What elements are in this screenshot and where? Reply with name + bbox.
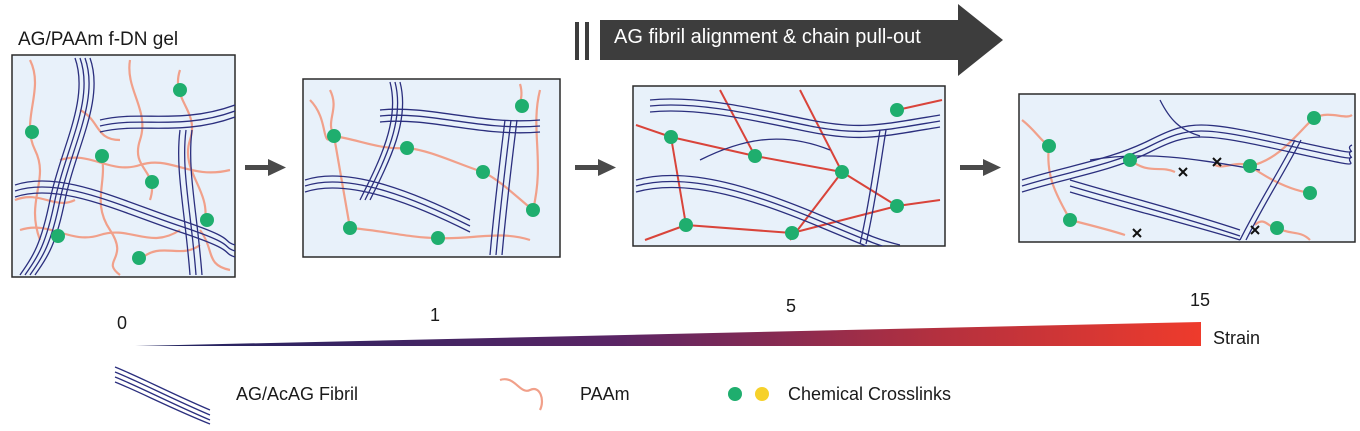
arrow-3-to-4 bbox=[960, 159, 1001, 176]
stretched-chains bbox=[635, 89, 943, 241]
strain-axis-label: Strain bbox=[1213, 328, 1261, 348]
legend-fibril-label: AG/AcAG Fibril bbox=[236, 384, 359, 404]
arrow-1-to-2 bbox=[245, 159, 286, 176]
crosslinks bbox=[25, 83, 214, 265]
arrow-2-to-3 bbox=[575, 159, 616, 176]
panel-1-relaxed bbox=[11, 54, 236, 278]
broken-chain-marks bbox=[1132, 157, 1260, 238]
strain-tick-1: 1 bbox=[430, 305, 441, 325]
crosslinks bbox=[1042, 111, 1321, 235]
legend-crosslinks-label: Chemical Crosslinks bbox=[788, 384, 952, 404]
banner-label: AG fibril alignment & chain pull-out bbox=[614, 26, 921, 48]
legend-crosslink-green-icon bbox=[728, 387, 742, 401]
legend-crosslink-yellow-icon bbox=[755, 387, 769, 401]
strain-tick-5: 5 bbox=[786, 296, 797, 316]
fibrils bbox=[635, 98, 941, 246]
fibrils bbox=[1021, 99, 1353, 241]
legend-paam-label: PAAm bbox=[580, 384, 630, 404]
crosslinks bbox=[327, 99, 540, 245]
banner-arrow bbox=[575, 4, 1003, 76]
strain-gradient-wedge bbox=[135, 322, 1201, 346]
panel-2-strain-1 bbox=[302, 78, 561, 258]
strain-tick-0: 0 bbox=[117, 313, 128, 333]
crosslinks bbox=[664, 103, 904, 240]
panel-4-strain-15 bbox=[1018, 93, 1356, 243]
legend-fibril-icon bbox=[114, 366, 211, 425]
gel-title: AG/PAAm f-DN gel bbox=[18, 29, 179, 50]
fibrils bbox=[304, 81, 541, 256]
strain-tick-15: 15 bbox=[1190, 290, 1211, 310]
legend-paam-icon bbox=[499, 378, 544, 411]
panel-3-strain-5 bbox=[632, 85, 946, 247]
fibrils bbox=[14, 57, 235, 276]
